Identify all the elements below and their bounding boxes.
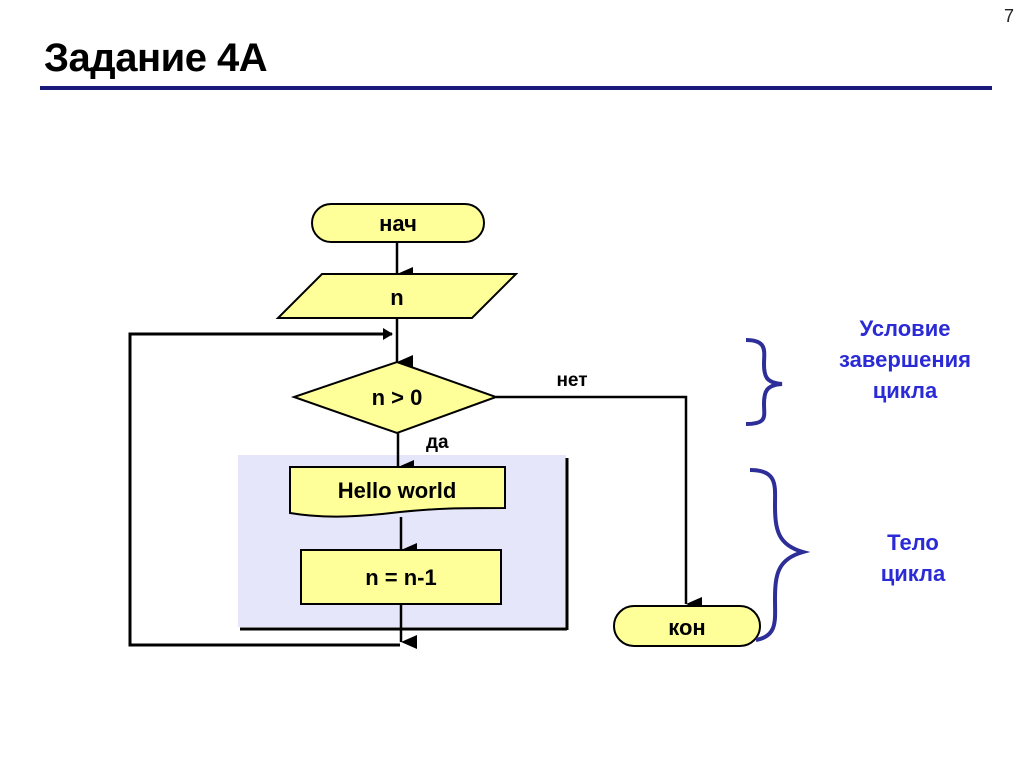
condition-block: n > 0 — [290, 360, 499, 435]
condition-annotation-line: Условие — [859, 316, 951, 341]
start-block: нач — [311, 203, 485, 243]
slide-title: Задание 4А — [44, 36, 268, 80]
body-annotation-line: Тело — [887, 530, 939, 555]
end-block: кон — [613, 605, 761, 647]
output-label: Hello world — [338, 478, 457, 503]
arrow-condition-no-to-end — [496, 395, 702, 611]
no-branch-label: нет — [556, 370, 587, 391]
body-annotation-line: цикла — [880, 560, 946, 586]
condition-label: n > 0 — [372, 385, 423, 410]
title-divider — [40, 86, 992, 90]
page-number: 7 — [1003, 6, 1014, 26]
yes-branch-label: да — [426, 432, 449, 453]
output-block: Hello world — [289, 466, 506, 518]
condition-brace-icon — [745, 338, 783, 426]
input-block: n — [275, 273, 519, 319]
body-brace-icon — [749, 468, 811, 642]
condition-annotation-line: цикла — [872, 377, 938, 403]
condition-annotation-line: завершения — [838, 346, 971, 372]
start-label: нач — [379, 211, 417, 236]
loop-back-line — [128, 328, 400, 647]
process-label: n = n-1 — [365, 565, 437, 590]
condition-annotation: Условие завершения цикла — [810, 314, 1000, 406]
body-annotation: Тело цикла — [848, 528, 978, 590]
process-block: n = n-1 — [300, 549, 502, 605]
end-label: кон — [668, 615, 705, 640]
input-label: n — [390, 285, 403, 310]
